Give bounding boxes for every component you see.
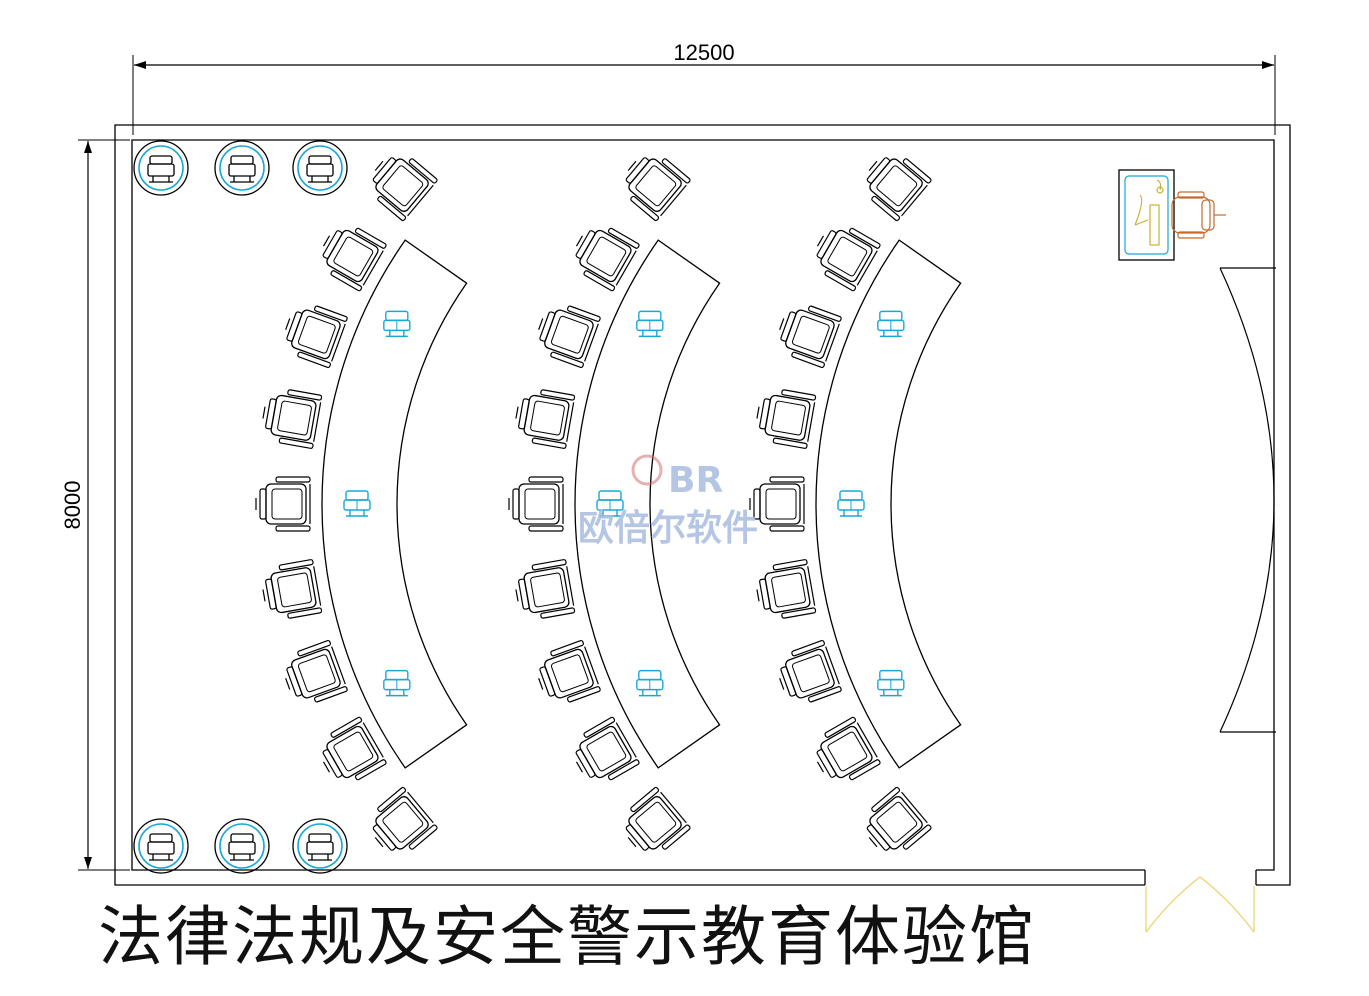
operator-desk — [1118, 169, 1175, 261]
plan-title: 法律法规及安全警示教育体验馆 — [98, 900, 1037, 975]
chair-icon — [771, 298, 843, 369]
curved-table — [321, 239, 468, 769]
watermark-company: 欧倍尔软件 — [578, 508, 758, 549]
fixture-icon — [877, 310, 905, 338]
chair-icon — [312, 715, 388, 792]
stage-screen — [1219, 267, 1276, 733]
table-row-group — [508, 144, 721, 864]
chair-icon — [855, 786, 933, 864]
watermark-logo: BR — [668, 460, 723, 501]
chair-icon — [614, 786, 692, 864]
fixture-icon — [636, 310, 664, 338]
corner-unit-icon — [292, 818, 348, 874]
watermark: BR 欧倍尔软件 — [578, 454, 758, 549]
chair-icon — [752, 558, 817, 623]
chair-icon — [749, 476, 805, 532]
curved-table — [815, 239, 962, 769]
chair-icon — [530, 298, 602, 369]
fixture-icon — [877, 669, 905, 697]
room-walls — [114, 124, 1291, 886]
corner-unit-icon — [214, 140, 270, 196]
operator-chair — [1171, 191, 1226, 239]
chair-icon — [565, 216, 641, 293]
chair-icon — [277, 298, 349, 369]
chair-icon — [530, 639, 602, 710]
fixture-icon — [383, 310, 411, 338]
corner-unit-icon — [133, 818, 189, 874]
table-row-group — [255, 144, 468, 864]
chair-icon — [255, 476, 311, 532]
fixture-icon — [383, 669, 411, 697]
curved-table — [574, 239, 721, 769]
dimension-width: 12500 — [132, 40, 1276, 135]
chair-icon — [361, 144, 439, 222]
chair-icon — [806, 216, 882, 293]
chair-icon — [855, 144, 933, 222]
corner-unit-icon — [292, 140, 348, 196]
chair-icon — [511, 385, 576, 450]
table-row-group — [749, 144, 962, 864]
corner-units — [133, 140, 348, 874]
corner-unit-icon — [133, 140, 189, 196]
chair-icon — [258, 558, 323, 623]
chair-icon — [508, 476, 564, 532]
curved-table-rows — [255, 144, 962, 864]
width-dimension-label: 12500 — [673, 40, 734, 65]
double-door — [1145, 876, 1255, 933]
chair-icon — [806, 715, 882, 792]
chair-icon — [771, 639, 843, 710]
height-dimension-label: 8000 — [60, 481, 85, 530]
chair-icon — [511, 558, 576, 623]
chair-icon — [258, 385, 323, 450]
fixture-icon — [343, 490, 371, 517]
chair-icon — [752, 385, 817, 450]
fixture-icon — [837, 490, 865, 517]
corner-unit-icon — [214, 818, 270, 874]
dimension-height: 8000 — [60, 139, 130, 871]
chair-icon — [565, 715, 641, 792]
chair-icon — [614, 144, 692, 222]
fixture-icon — [636, 669, 664, 697]
chair-icon — [277, 639, 349, 710]
chair-icon — [312, 216, 388, 293]
chair-icon — [361, 786, 439, 864]
